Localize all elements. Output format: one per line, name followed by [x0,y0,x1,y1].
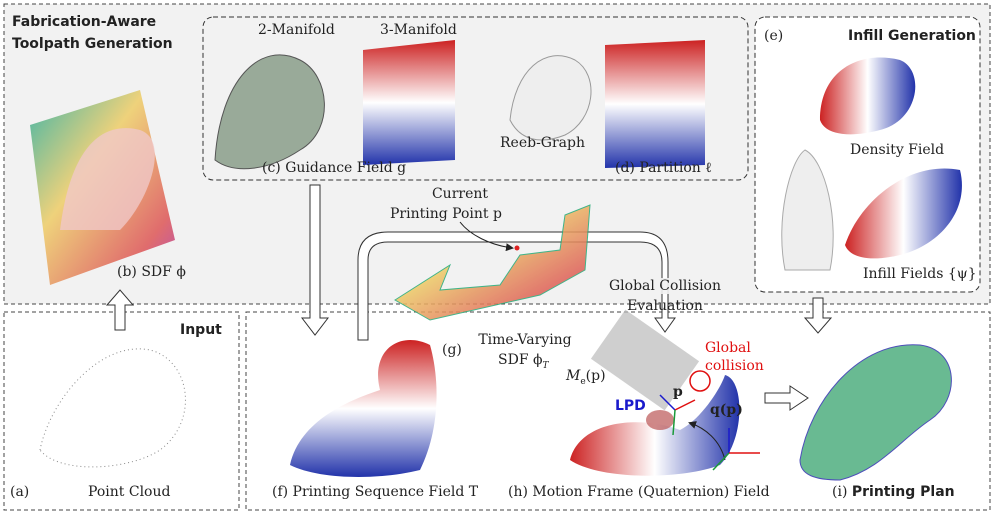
label-p: p [673,384,683,400]
me-arg: (p) [585,368,606,384]
top-title-line2: Toolpath Generation [12,36,173,52]
label-q-p: q(p) [710,402,743,418]
me-symbol: M [566,368,581,384]
label-density-field: Density Field [850,142,945,158]
sdf-t-line2: SDF ϕT [498,352,549,371]
me-subscript: e [580,376,586,387]
reeb-graph-shape [509,55,592,141]
printing-plan-tag: (i) [832,484,848,500]
caption-printing-sequence: (f) Printing Sequence Field T [272,484,479,500]
printing-plan-text: Printing Plan [851,484,955,500]
frame-axis-green [672,409,676,436]
label-reeb-graph: Reeb-Graph [500,135,586,151]
caption-guidance: (c) Guidance Field g [262,160,407,176]
frame-axis-blue [659,394,676,411]
sdf-t-subscript: T [542,360,549,371]
caption-point-cloud: Point Cloud [88,484,171,500]
sdf-t-text: SDF ϕ [498,352,543,368]
sdf-t-tag: (g) [442,342,462,358]
label-current-line1: Current [431,186,489,202]
caption-sdf: (b) SDF ϕ [117,264,186,280]
label-2-manifold: 2-Manifold [258,22,335,38]
current-printing-point [514,245,520,251]
current-point-arrow [459,221,514,252]
guidance-box [202,16,749,181]
label-collision-line2: Evaluation [627,298,703,314]
caption-motion-frame: (h) Motion Frame (Quaternion) Field [508,484,770,500]
label-collision-line1: Global Collision [590,278,740,295]
arrow-to-plan [764,385,809,411]
input-tag: (a) [10,484,30,500]
printing-plan-shape [799,344,952,481]
partition-plane [605,40,705,168]
world-axis-green [712,452,730,471]
label-lpd: LPD [615,398,646,414]
label-current-line2: Printing Point p [390,206,502,222]
toolpath-layer [394,204,591,321]
frame-axis-red [674,399,696,411]
label-me-p: Me(p) [566,368,606,387]
caption-printing-plan: (i) Printing Plan [832,484,955,500]
arrow-infill-down [803,297,833,334]
infill-tag: (e) [764,28,784,44]
collision-circle [689,370,711,392]
input-title: Input [180,322,222,338]
infill-fields-shape [845,168,962,259]
loop-arrow [357,231,676,341]
lpd-region [646,410,674,430]
caption-partition: (d) Partition ℓ [615,160,712,176]
infill-title: Infill Generation [848,28,976,44]
label-infill-fields: Infill Fields {ψ} [863,266,977,282]
two-manifold-shape [214,54,325,170]
density-field-shape [820,57,916,135]
label-global-red2: collision [705,358,764,374]
label-global-red1: Global [705,340,751,356]
q-arrow [688,421,726,461]
printing-sequence-shape [290,340,437,477]
three-manifold-plane [363,40,455,165]
label-3-manifold: 3-Manifold [380,22,457,38]
sdf-shape [60,128,155,230]
arrow-guidance-down [300,184,330,336]
input-panel [3,311,240,511]
sdf-t-line1: Time-Varying [478,332,572,348]
top-title-line1: Fabrication-Aware [12,14,157,30]
figurine [781,149,834,271]
print-head [590,309,700,411]
arrow-input-to-sdf [105,289,135,331]
